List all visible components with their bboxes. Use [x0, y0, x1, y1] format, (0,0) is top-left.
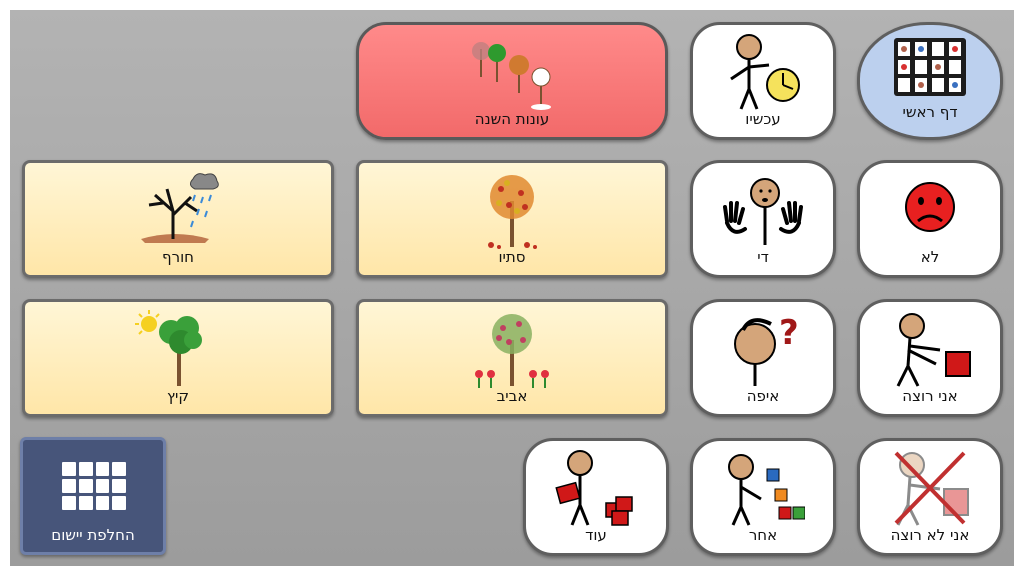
- tile-no[interactable]: לא: [857, 160, 1003, 278]
- tile-i-want[interactable]: אני רוצה: [857, 299, 1003, 417]
- app-grid-icon: [62, 462, 126, 510]
- tile-label: חורף: [162, 248, 194, 266]
- svg-text:?: ?: [779, 313, 799, 353]
- tile-label: דף ראשי: [902, 103, 958, 121]
- person-question-icon: ?: [734, 313, 799, 386]
- four-seasons-trees-icon: [472, 42, 551, 110]
- tile-label: אחר: [748, 526, 778, 544]
- tile-label: קיץ: [166, 387, 190, 405]
- tile-spring[interactable]: אביב: [356, 299, 668, 417]
- tile-other[interactable]: אחר: [690, 438, 836, 556]
- tile-label: די: [757, 248, 769, 266]
- tile-label: איפה: [746, 387, 780, 405]
- crossed-person-box-icon: [894, 451, 969, 526]
- tile-enough[interactable]: די: [690, 160, 836, 278]
- summer-tree-sun-icon: [135, 310, 202, 386]
- tile-label: אביב: [496, 387, 528, 405]
- tile-i-dont-want[interactable]: אני לא רוצה: [857, 438, 1003, 556]
- tile-label: עוד: [585, 526, 607, 544]
- tile-now[interactable]: עכשיו: [690, 22, 836, 140]
- switch-app-button[interactable]: החלפת יישום: [20, 437, 166, 555]
- tile-seasons[interactable]: עונות השנה: [356, 22, 668, 140]
- tile-label: עכשיו: [745, 110, 781, 128]
- stop-hands-icon: [723, 178, 803, 245]
- tile-label: עונות השנה: [474, 110, 550, 128]
- tile-label: אני רוצה: [902, 387, 958, 405]
- person-more-blocks-icon: [555, 450, 633, 526]
- tile-label: אני לא רוצה: [890, 526, 970, 544]
- tile-summer[interactable]: קיץ: [22, 299, 334, 417]
- spring-tree-flowers-icon: [475, 314, 549, 388]
- tile-where[interactable]: ? איפה: [690, 299, 836, 417]
- communication-board: עונות השנה עכשיו דף ראשי: [10, 10, 1014, 566]
- winter-tree-rain-icon: [141, 173, 219, 243]
- symbol-board-icon: [894, 38, 966, 96]
- tile-label: סתיו: [498, 248, 526, 266]
- tile-winter[interactable]: חורף: [22, 160, 334, 278]
- tile-autumn[interactable]: סתיו: [356, 160, 668, 278]
- autumn-tree-icon: [488, 175, 537, 249]
- tile-more[interactable]: עוד: [523, 438, 669, 556]
- tile-home[interactable]: דף ראשי: [857, 22, 1003, 140]
- tile-label: לא: [920, 248, 940, 266]
- person-clock-icon: [730, 34, 800, 110]
- switch-app-label: החלפת יישום: [51, 526, 135, 544]
- person-blocks-icon: [728, 454, 805, 526]
- person-reaching-box-icon: [896, 313, 971, 387]
- sad-face-icon: [905, 182, 955, 232]
